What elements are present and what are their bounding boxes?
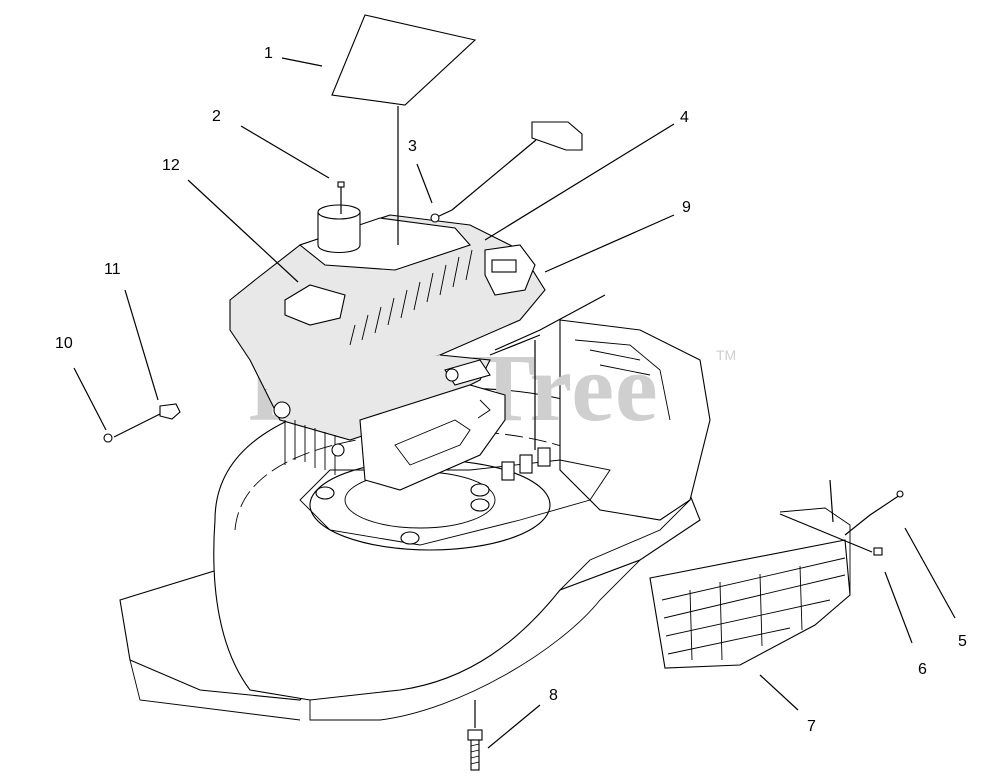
callout-10: 10 bbox=[55, 335, 73, 352]
decal-part bbox=[331, 14, 477, 106]
callout-9: 9 bbox=[682, 199, 691, 216]
callout-2: 2 bbox=[212, 108, 221, 125]
callout-1: 1 bbox=[264, 45, 273, 62]
watermark-trademark: TM bbox=[716, 347, 736, 363]
bolt-and-clip-parts bbox=[103, 403, 181, 443]
callout-6: 6 bbox=[918, 661, 927, 678]
engine-assembly bbox=[229, 204, 606, 491]
callout-8: 8 bbox=[549, 687, 558, 704]
callout-5: 5 bbox=[958, 633, 967, 650]
callout-7: 7 bbox=[807, 718, 816, 735]
callout-3: 3 bbox=[408, 138, 417, 155]
deck-bolt-part bbox=[467, 700, 483, 771]
callout-12: 12 bbox=[162, 157, 180, 174]
leader-lines bbox=[73, 57, 956, 749]
callout-11: 11 bbox=[104, 261, 121, 278]
rear-guard-part bbox=[649, 479, 904, 669]
screw-part bbox=[337, 181, 345, 214]
starter-rope-handle bbox=[430, 121, 583, 223]
callout-labels: 1 2 3 4 5 6 7 8 9 10 11 12 bbox=[55, 45, 967, 735]
callout-4: 4 bbox=[680, 109, 689, 126]
